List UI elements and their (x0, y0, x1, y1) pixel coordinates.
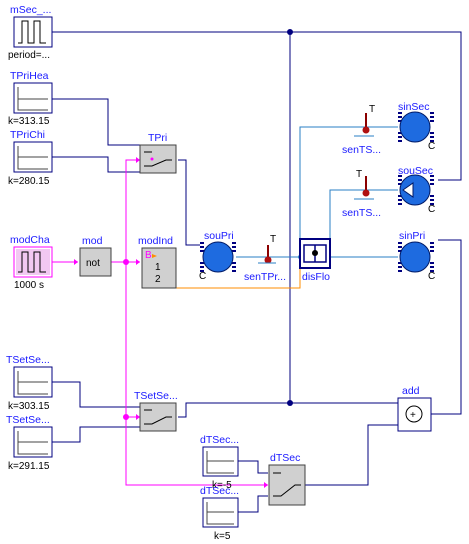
TPriHea-block[interactable]: TPriHea k=313.15 (8, 70, 53, 127)
dTSecChi-name: dTSec... (200, 485, 239, 497)
senTSup-name: senTS... (342, 144, 381, 156)
add-name: add (402, 385, 420, 397)
souPri-port: C (199, 271, 206, 282)
junction-dot (287, 400, 293, 406)
modInd-b: B (145, 250, 152, 261)
TSetSec-switch[interactable]: TSetSe... (134, 390, 178, 432)
souPri-source[interactable]: souPri C (199, 230, 236, 282)
souPri-name: souPri (204, 230, 234, 242)
dTSecHea-name: dTSec... (200, 434, 239, 446)
signal-wires (52, 31, 462, 513)
senTSec-sensor[interactable]: T senTS... (342, 169, 381, 219)
dTSecChi-block[interactable]: dTSec... k=5 (200, 485, 239, 542)
TPriChi-name: TPriChi (10, 129, 45, 141)
add-block[interactable]: + add (397, 385, 432, 432)
modInd-block[interactable]: B 1 2 modInd (138, 235, 177, 289)
TPriChi-block[interactable]: TPriChi k=280.15 (8, 129, 53, 187)
mod-name: mod (82, 235, 103, 247)
sinSec-name: sinSec (398, 101, 430, 113)
integer-wire (176, 268, 301, 289)
dTSec-name: dTSec (270, 452, 300, 464)
TSetSecHea-name: TSetSe... (6, 354, 50, 366)
TSetSecChi-block[interactable]: TSetSe... k=291.15 (6, 414, 53, 472)
disFlo-component[interactable]: disFlo (299, 238, 331, 283)
mSec-block[interactable]: mSec_... period=... (8, 4, 53, 61)
TSetSec-name: TSetSe... (134, 390, 178, 402)
modCha-name: modCha (10, 234, 50, 246)
TPri-name: TPri (148, 132, 167, 144)
TSetSecChi-param: k=291.15 (8, 461, 50, 472)
senTSec-var: T (356, 169, 362, 180)
sinPri-sink[interactable]: sinPri C (398, 230, 435, 282)
mod-inner: not (86, 258, 100, 269)
senTSec-name: senTS... (342, 207, 381, 219)
mod-block[interactable]: not mod (79, 235, 112, 277)
TPri-switch[interactable]: TPri (139, 132, 177, 174)
modInd-name: modInd (138, 235, 173, 247)
souSec-name: souSec (398, 165, 433, 177)
mSec-name: mSec_... (10, 4, 51, 16)
souSec-source[interactable]: souSec C (398, 165, 435, 215)
TPriHea-param: k=313.15 (8, 116, 50, 127)
sinSec-port: C (428, 141, 435, 152)
modCha-param: 1000 s (14, 280, 44, 291)
junction-dot (123, 414, 129, 420)
modCha-block[interactable]: modCha 1000 s (10, 234, 53, 291)
mSec-param: period=... (8, 50, 50, 61)
dTSecHea-param: k=-5 (212, 480, 232, 491)
junction-dot (123, 259, 129, 265)
add-inner: + (410, 410, 416, 421)
senTPri-var: T (270, 234, 276, 245)
disFlo-name: disFlo (302, 271, 330, 283)
senTPri-name: senTPr... (244, 271, 286, 283)
junction-dot (287, 29, 293, 35)
modInd-2: 2 (155, 274, 161, 285)
sinSec-sink[interactable]: sinSec C (398, 101, 435, 152)
sinPri-port: C (428, 271, 435, 282)
TPriChi-param: k=280.15 (8, 176, 50, 187)
souSec-port: C (428, 204, 435, 215)
senTSup-sensor[interactable]: T senTS... (342, 104, 381, 156)
modInd-1: 1 (155, 262, 161, 273)
TPriHea-name: TPriHea (10, 70, 49, 82)
senTPri-sensor[interactable]: T senTPr... (244, 234, 286, 283)
dTSecChi-param: k=5 (214, 531, 231, 542)
TSetSecChi-name: TSetSe... (6, 414, 50, 426)
sinPri-name: sinPri (399, 230, 425, 242)
TSetSecHea-param: k=303.15 (8, 401, 50, 412)
dTSec-switch[interactable]: dTSec (268, 452, 306, 506)
dTSecHea-block[interactable]: dTSec... k=-5 (200, 434, 239, 491)
senTSup-var: T (369, 104, 375, 115)
TSetSecHea-block[interactable]: TSetSe... k=303.15 (6, 354, 53, 412)
